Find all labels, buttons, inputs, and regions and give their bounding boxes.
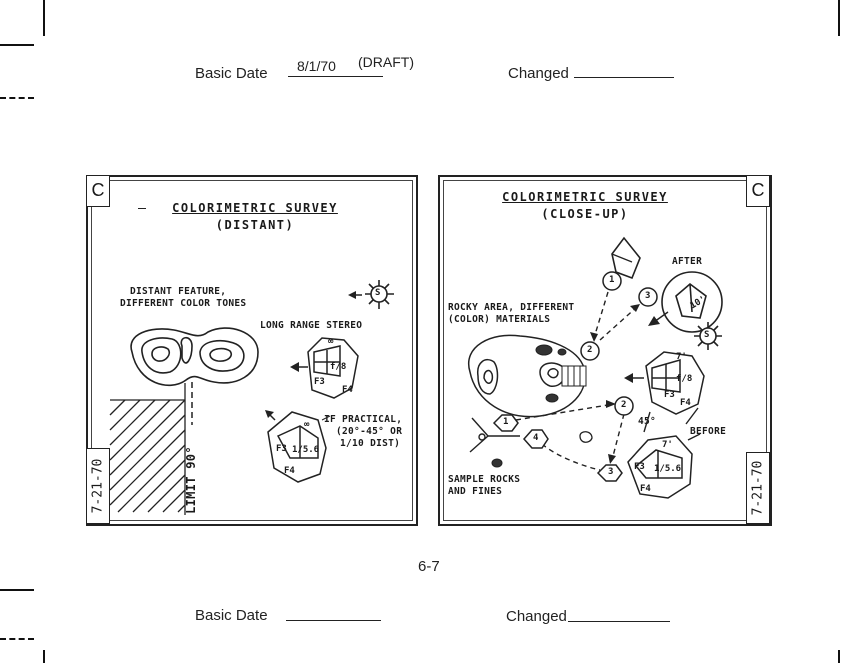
right-sun-icon bbox=[694, 322, 722, 350]
right-camera-lower-focus: 1/5.6 bbox=[654, 464, 682, 474]
right-card-subtitle: (CLOSE-UP) bbox=[541, 207, 629, 221]
left-camera-upper-arrowhead bbox=[290, 362, 299, 372]
binding-line-left bbox=[43, 0, 45, 36]
left-feature-label-1: DISTANT FEATURE, bbox=[130, 286, 227, 297]
footer-tick-left bbox=[43, 650, 45, 663]
footer-basic-date-rule bbox=[286, 620, 381, 621]
right-position-1-low: 1 bbox=[503, 417, 509, 427]
right-camera-upper-setting-a: F3 bbox=[664, 390, 675, 400]
path-arrowhead-4 bbox=[608, 454, 616, 464]
margin-mark-dashed-bottom bbox=[0, 638, 34, 640]
right-position-2-mid: 2 bbox=[621, 400, 627, 410]
left-feature-label-2: DIFFERENT COLOR TONES bbox=[120, 298, 247, 309]
left-card-subtitle: (DISTANT) bbox=[215, 218, 295, 232]
right-camera-upper-distance: 7' bbox=[676, 352, 687, 362]
right-camera-upper-arrowhead bbox=[624, 373, 633, 383]
left-camera-upper-setting-b: F4 bbox=[342, 385, 353, 395]
right-card-date: 7-21-70 bbox=[746, 452, 770, 524]
left-card-title-dash bbox=[138, 208, 146, 209]
header-basic-date-rule bbox=[288, 76, 383, 77]
footer-changed-rule bbox=[568, 621, 670, 622]
right-card-title: COLORIMETRIC SURVEY bbox=[502, 190, 668, 204]
left-camera-upper-distance: ∞ bbox=[328, 337, 334, 347]
after-arrowhead bbox=[648, 316, 660, 326]
left-practical-pointer bbox=[321, 415, 331, 421]
margin-mark-dashed-top bbox=[0, 97, 34, 99]
left-card-title: COLORIMETRIC SURVEY bbox=[172, 201, 338, 215]
left-camera-upper-icon bbox=[307, 337, 359, 399]
left-camera-upper-setting-a: F3 bbox=[314, 377, 325, 387]
left-camera-lower-focus: 1/5.6 bbox=[292, 445, 320, 455]
right-position-3-top: 3 bbox=[645, 291, 651, 301]
path-arrowhead-3 bbox=[606, 400, 616, 408]
left-practical-label-1: IF PRACTICAL, bbox=[324, 414, 403, 425]
right-position-4: 4 bbox=[533, 433, 539, 443]
left-camera-lower-distance: ∞ bbox=[304, 420, 310, 430]
rock-fragments bbox=[491, 344, 587, 468]
margin-mark-bottom bbox=[0, 589, 34, 591]
page-number: 6-7 bbox=[418, 558, 440, 575]
header-changed-rule bbox=[574, 77, 674, 78]
left-camera-lower-setting-a: F3 bbox=[276, 444, 287, 454]
right-camera-lower-distance: 7' bbox=[662, 440, 673, 450]
path-arrowhead-1 bbox=[590, 332, 598, 342]
right-rocky-label-2: (COLOR) MATERIALS bbox=[448, 314, 551, 325]
header-draft-note: (DRAFT) bbox=[358, 54, 414, 70]
after-closeup-icon bbox=[661, 271, 723, 333]
right-camera-lower-icon bbox=[627, 435, 693, 499]
header-changed-label: Changed bbox=[508, 65, 569, 82]
left-sun-label: S bbox=[375, 288, 381, 298]
sample-tool-icon bbox=[469, 417, 520, 453]
survey-marker-cube bbox=[611, 236, 641, 280]
right-camera-lower-setting-a: F3 bbox=[634, 462, 645, 472]
limit-hatched-area bbox=[109, 383, 186, 515]
left-card-tab: C bbox=[86, 175, 110, 207]
left-practical-label-2: (20°-45° OR bbox=[336, 426, 403, 437]
right-camera-upper-icon bbox=[645, 351, 705, 415]
right-position-2-top: 2 bbox=[587, 345, 593, 355]
right-sample-label-1: SAMPLE ROCKS bbox=[448, 474, 521, 485]
left-long-range-label: LONG RANGE STEREO bbox=[260, 320, 363, 331]
left-card-date: 7-21-70 bbox=[86, 448, 110, 524]
before-pointers bbox=[643, 407, 701, 441]
right-sample-label-2: AND FINES bbox=[448, 486, 503, 497]
right-position-1: 1 bbox=[609, 275, 615, 285]
right-camera-lower-setting-b: F4 bbox=[640, 484, 651, 494]
right-card-inner-border bbox=[443, 180, 767, 521]
binding-line-right bbox=[838, 0, 840, 36]
traverse-paths bbox=[515, 291, 639, 471]
position-markers bbox=[492, 271, 658, 482]
distant-feature-contours bbox=[130, 327, 259, 387]
header-basic-date-value: 8/1/70 bbox=[297, 58, 336, 74]
right-camera-upper-focus: f/8 bbox=[676, 374, 693, 384]
left-camera-lower-setting-b: F4 bbox=[284, 466, 295, 476]
right-rocky-label-1: ROCKY AREA, DIFFERENT bbox=[448, 302, 575, 313]
margin-mark-top bbox=[0, 44, 34, 46]
right-position-3-low: 3 bbox=[608, 467, 614, 477]
left-card-inner-border bbox=[91, 180, 413, 521]
footer-tick-right bbox=[838, 650, 840, 663]
left-practical-label-3: 1/10 DIST) bbox=[340, 438, 401, 449]
left-sun-arrowhead bbox=[348, 291, 356, 299]
footer-changed-label: Changed bbox=[506, 608, 567, 625]
right-sun-label: S bbox=[704, 330, 710, 340]
path-arrowhead-2 bbox=[630, 304, 640, 312]
cube-edge bbox=[611, 253, 633, 263]
footer-basic-date-label: Basic Date bbox=[195, 607, 268, 624]
left-sun-icon bbox=[365, 280, 394, 309]
left-camera-lower-arrowhead bbox=[265, 410, 274, 418]
right-before-label: BEFORE bbox=[690, 426, 727, 437]
sample-fines bbox=[579, 431, 593, 443]
left-camera-lower-icon bbox=[267, 411, 327, 483]
left-camera-upper-focus: f/8 bbox=[330, 362, 347, 372]
right-camera-upper-setting-b: F4 bbox=[680, 398, 691, 408]
right-card-tab: C bbox=[746, 175, 770, 207]
right-after-label: AFTER bbox=[672, 256, 703, 267]
header-basic-date-label: Basic Date bbox=[195, 65, 268, 82]
